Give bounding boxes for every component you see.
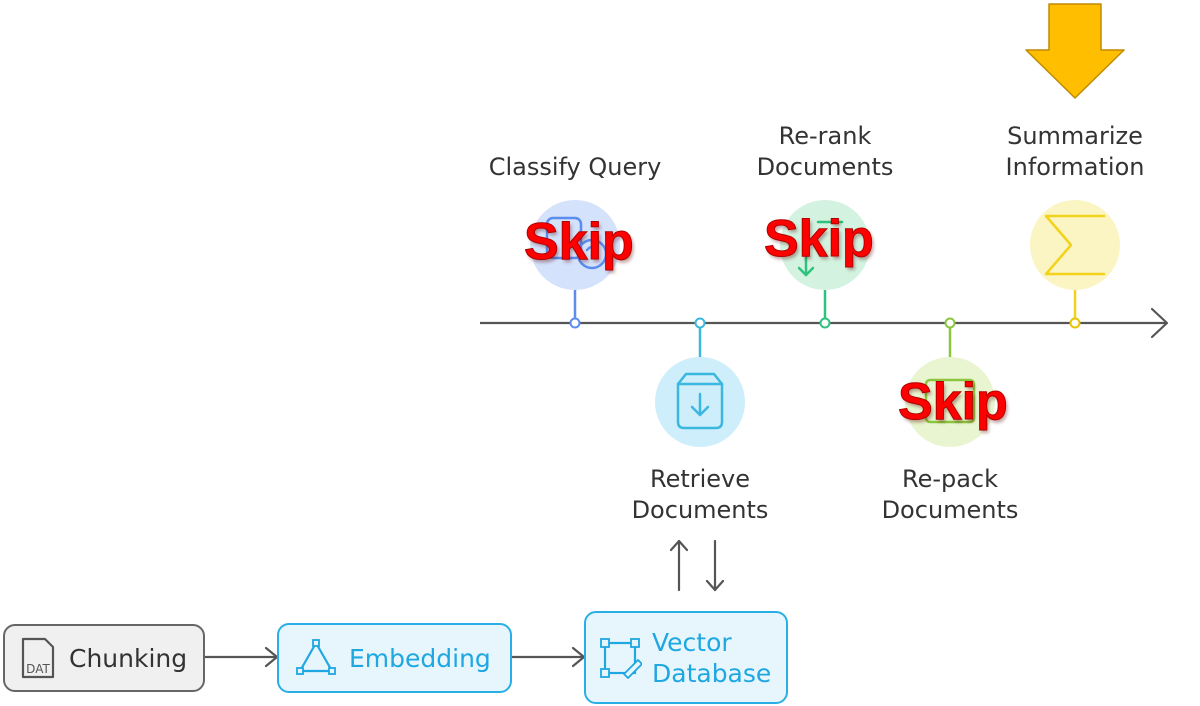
rerank-circle (780, 200, 870, 290)
repack-node (944, 317, 956, 329)
download-box-icon (676, 372, 724, 430)
chunking-label: Chunking (69, 643, 188, 673)
repack-skip-badge: Skip (898, 373, 1009, 431)
repack-label-line-1: Re-pack (901, 465, 999, 493)
triangle-nodes-icon (296, 639, 336, 675)
classify-query-label-line: Classify Query (488, 153, 662, 181)
rerank-node (819, 317, 831, 329)
rerank-skip-badge: Skip (764, 210, 875, 268)
repack-label-line-2: Documents (881, 496, 1019, 524)
classify-skip-badge: Skip (524, 213, 635, 271)
step-classify-query (530, 200, 620, 329)
step-repack-documents (905, 317, 995, 447)
summarize-label-line-2: Information (1005, 153, 1145, 181)
summarize-information-label: Summarize Information (975, 121, 1175, 183)
summarize-node (1069, 317, 1081, 329)
classify-node (569, 317, 581, 329)
vector-database-label-line-1: Vector (652, 627, 732, 657)
embedding-box: Embedding (277, 623, 512, 693)
highlight-down-arrow-icon (1025, 3, 1125, 99)
classify-query-label: Classify Query (475, 152, 675, 183)
step-retrieve-documents (655, 317, 745, 447)
sigma-icon (1044, 214, 1106, 276)
retrieve-label-line-1: Retrieve (649, 465, 751, 493)
embedding-label: Embedding (349, 643, 491, 673)
chunking-box: DAT Chunking (3, 624, 205, 692)
vector-database-label: Vector Database (652, 627, 771, 689)
repack-documents-label: Re-pack Documents (850, 464, 1050, 526)
summarize-label-line-1: Summarize (1007, 122, 1143, 150)
vector-database-label-line-2: Database (652, 658, 772, 688)
step-summarize-information (1030, 200, 1120, 329)
retrieve-exchange-arrows (669, 539, 725, 592)
summarize-circle (1030, 200, 1120, 290)
retrieve-documents-label: Retrieve Documents (600, 464, 800, 526)
rerank-label-line-2: Documents (756, 153, 894, 181)
package-icon (924, 378, 976, 424)
dat-file-icon-text: DAT (26, 662, 50, 676)
rerank-documents-label: Re-rank Documents (725, 121, 925, 183)
step-rerank-documents (780, 200, 870, 329)
retrieve-label-line-2: Documents (631, 496, 769, 524)
query-icon (545, 216, 608, 270)
dat-file-icon: DAT (21, 637, 55, 679)
vector-db-icon (600, 637, 642, 679)
vector-database-box: Vector Database (584, 611, 788, 704)
rerank-icon (797, 220, 844, 277)
timeline-arrowhead (1150, 307, 1169, 339)
retrieve-node (694, 317, 706, 329)
rerank-label-line-1: Re-rank (778, 122, 872, 150)
